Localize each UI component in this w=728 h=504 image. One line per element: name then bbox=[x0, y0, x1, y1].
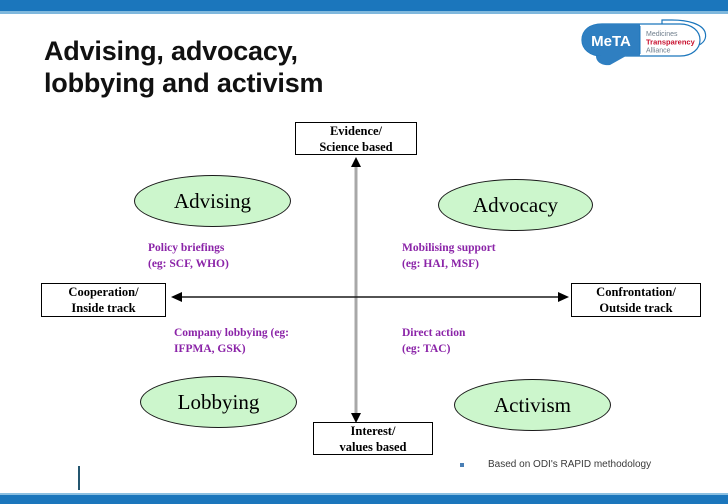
axis-label-interest-line-2: values based bbox=[339, 439, 407, 454]
page-title-line-1: Advising, advocacy, bbox=[44, 36, 298, 66]
node-advocacy-label: Advocacy bbox=[472, 192, 559, 217]
note-activism-line-1: Direct action bbox=[402, 327, 466, 339]
note-lobbying-line-1: Company lobbying (eg: bbox=[174, 327, 290, 339]
horizontal-axis-arrow-left bbox=[171, 292, 182, 302]
logo-mark-text: MeTA bbox=[591, 33, 631, 50]
page-title: Advising, advocacy, lobbying and activis… bbox=[44, 36, 464, 100]
axis-label-interest-values-based: Interest/ values based bbox=[313, 422, 433, 455]
source-note-text: Based on ODI's RAPID methodology bbox=[488, 459, 652, 470]
node-activism: Activism bbox=[454, 379, 611, 431]
left-edge-tick-mark bbox=[78, 466, 80, 490]
axis-label-cooperation-inside-track: Cooperation/ Inside track bbox=[41, 283, 166, 317]
note-advocacy: Mobilising support (eg: HAI, MSF) bbox=[402, 241, 496, 273]
top-accent-bar bbox=[0, 0, 728, 11]
node-advising-label: Advising bbox=[173, 188, 251, 213]
top-accent-bar-highlight bbox=[0, 11, 728, 14]
note-advocacy-line-2: (eg: HAI, MSF) bbox=[402, 257, 479, 270]
logo-line-1: Medicines bbox=[646, 31, 678, 38]
axis-label-cooperation-line-2: Inside track bbox=[71, 301, 136, 315]
source-note: Based on ODI's RAPID methodology bbox=[460, 459, 651, 470]
horizontal-axis-arrow-right bbox=[558, 292, 569, 302]
axis-label-evidence-science-based: Evidence/ Science based bbox=[295, 122, 417, 155]
bottom-accent-bar bbox=[0, 495, 728, 504]
node-lobbying: Lobbying bbox=[140, 376, 297, 428]
logo-line-2: Transparency bbox=[646, 38, 696, 47]
bottom-accent-bar-highlight bbox=[0, 493, 728, 495]
note-advising: Policy briefings (eg: SCF, WHO) bbox=[148, 241, 229, 273]
node-advising: Advising bbox=[134, 175, 291, 227]
note-activism-line-2: (eg: TAC) bbox=[402, 342, 451, 355]
meta-logo: MeTA Medicines Transparency Alliance bbox=[576, 18, 708, 70]
node-advocacy: Advocacy bbox=[438, 179, 593, 231]
note-advising-line-2: (eg: SCF, WHO) bbox=[148, 257, 229, 270]
axis-label-confrontation-line-1: Confrontation/ bbox=[596, 285, 676, 299]
vertical-axis-arrow-down bbox=[351, 413, 361, 423]
page-title-line-2: lobbying and activism bbox=[44, 67, 324, 98]
note-activism: Direct action (eg: TAC) bbox=[402, 326, 465, 358]
axis-label-confrontation-outside-track: Confrontation/ Outside track bbox=[571, 283, 701, 317]
axis-label-confrontation-line-2: Outside track bbox=[599, 301, 673, 315]
note-advocacy-line-1: Mobilising support bbox=[402, 242, 496, 254]
axis-label-evidence-line-2: Science based bbox=[319, 139, 393, 154]
axis-label-evidence-line-1: Evidence/ bbox=[329, 123, 383, 138]
note-lobbying-line-2: IFPMA, GSK) bbox=[174, 342, 246, 355]
bullet-icon bbox=[460, 462, 464, 467]
vertical-axis-arrow-up bbox=[351, 157, 361, 167]
axis-label-interest-line-1: Interest/ bbox=[350, 423, 396, 438]
logo-line-3: Alliance bbox=[646, 48, 671, 55]
node-activism-label: Activism bbox=[494, 392, 571, 417]
note-advising-line-1: Policy briefings bbox=[148, 242, 225, 254]
axis-label-cooperation-line-1: Cooperation/ bbox=[68, 285, 139, 299]
node-lobbying-label: Lobbying bbox=[177, 389, 260, 414]
note-lobbying: Company lobbying (eg: IFPMA, GSK) bbox=[174, 326, 289, 358]
